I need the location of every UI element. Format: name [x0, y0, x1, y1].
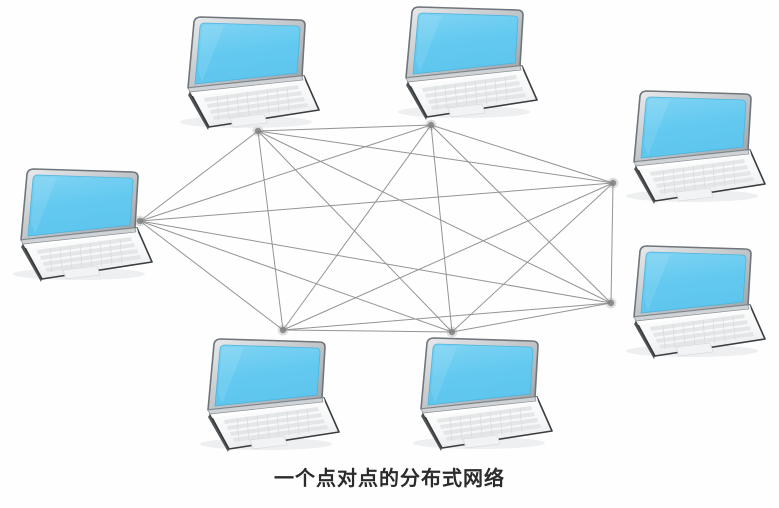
laptop-top-left[interactable]: [179, 16, 320, 131]
link-n2-n6: [282, 124, 432, 331]
node-marker-bottom-right[interactable]: [446, 326, 458, 338]
link-n2-n3: [430, 124, 614, 184]
node-marker-right-upper[interactable]: [607, 177, 619, 189]
link-n1-n2: [257, 124, 432, 132]
link-n1-n3: [257, 130, 614, 184]
diagram-caption: 一个点对点的分布式网络: [274, 466, 505, 490]
node-marker-right-lower[interactable]: [605, 297, 617, 309]
link-n2-n7: [139, 124, 432, 222]
link-n4-n7: [139, 220, 612, 304]
link-n1-n5: [257, 130, 453, 333]
link-n4-n5: [451, 302, 612, 333]
laptop-bottom-right[interactable]: [412, 337, 553, 452]
link-n3-n6: [282, 182, 614, 331]
laptop-top-right[interactable]: [397, 6, 538, 121]
laptop-right-upper[interactable]: [625, 90, 766, 205]
link-n5-n7: [139, 220, 453, 333]
link-n2-n4: [430, 124, 612, 304]
link-n1-n4: [257, 130, 612, 304]
laptop-nodes: [12, 6, 766, 453]
laptop-left[interactable]: [12, 168, 153, 283]
link-n2-n5: [430, 124, 453, 333]
node-marker-top-right[interactable]: [425, 119, 437, 131]
link-n1-n6: [257, 130, 284, 331]
link-n3-n7: [139, 182, 614, 222]
network-links: [139, 124, 614, 333]
link-n5-n6: [282, 329, 453, 333]
link-n6-n7: [139, 220, 284, 331]
link-n3-n4: [610, 182, 614, 304]
link-n1-n7: [139, 130, 259, 222]
laptop-right-lower[interactable]: [625, 245, 766, 360]
laptop-bottom-left[interactable]: [199, 338, 340, 453]
link-n4-n6: [282, 302, 612, 331]
node-marker-bottom-left[interactable]: [277, 324, 289, 336]
link-n3-n5: [451, 182, 614, 333]
